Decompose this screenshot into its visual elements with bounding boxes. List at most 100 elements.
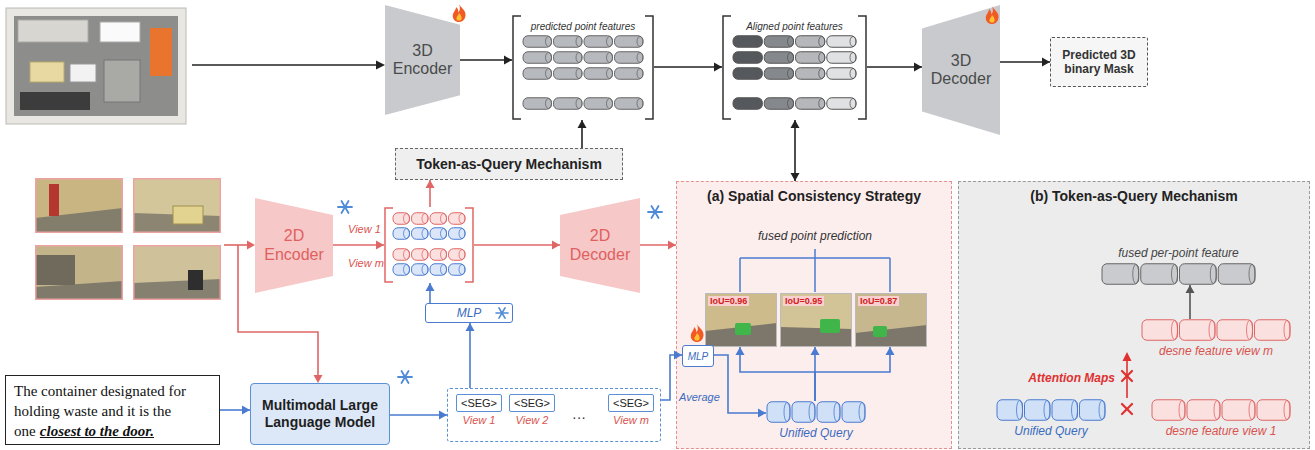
- cylinder-segment: [1052, 400, 1078, 421]
- connector-line: [640, 244, 676, 246]
- text-slot: Predicted 3D binary Mask: [1051, 38, 1147, 86]
- cylinder-face: [1072, 401, 1078, 420]
- connector: [578, 120, 587, 148]
- cylinder-segment: [412, 264, 429, 276]
- photo-wall: [780, 293, 852, 347]
- cylinder-face: [756, 37, 762, 47]
- cylinder-face: [1284, 401, 1290, 420]
- cylinder-face: [1210, 265, 1216, 284]
- cylinder-segment: [1257, 400, 1290, 421]
- label-text: (a) Spatial Consistency Strategy: [677, 188, 951, 204]
- cylinder-segment: [796, 52, 825, 64]
- cylinder-face: [404, 250, 410, 260]
- cylinder-segment: [1180, 320, 1216, 341]
- cylinder-face: [607, 37, 613, 47]
- cylinder-segment: [449, 264, 466, 276]
- cylinder-segment: [449, 213, 466, 225]
- cylinder-segment: [430, 249, 447, 261]
- label-text: Aligned point features: [722, 21, 867, 32]
- mask-highlight: [735, 323, 751, 335]
- connector-line: [390, 414, 447, 416]
- cylinder-segment: [1102, 264, 1139, 285]
- cylinder-face: [788, 99, 794, 109]
- cylinder-segment: [827, 52, 856, 64]
- cylinder-segment: [764, 68, 793, 80]
- arrow-head: [578, 120, 587, 128]
- room-door: [150, 28, 172, 76]
- text-slot: <SEG>: [510, 395, 554, 411]
- snowflake-arm: [342, 201, 349, 213]
- arrow-head: [791, 120, 800, 128]
- cylinder-face: [859, 403, 865, 422]
- encoder-3d: 3D Encoder: [385, 5, 460, 115]
- cylinder-segment: [615, 68, 644, 80]
- cylinder-face: [546, 53, 552, 63]
- room-table: [104, 60, 140, 102]
- photo: [133, 245, 221, 300]
- cylinder-face: [576, 53, 582, 63]
- cylinder-segment: [827, 36, 856, 48]
- cylinder-segment: [584, 52, 613, 64]
- connector: [390, 411, 447, 420]
- room-box: [70, 64, 96, 82]
- cylinder-segment: [767, 402, 790, 423]
- mechanism-panel: (b) Token-as-Query Mechanismfused per-po…: [958, 181, 1310, 449]
- encoder-2d: 2D Encoder: [255, 198, 333, 293]
- mask-highlight: [820, 319, 840, 333]
- cylinder-face: [809, 403, 815, 422]
- label-text: IoU=0.96: [708, 296, 749, 306]
- cylinder-face: [441, 265, 447, 275]
- cylinder-face: [788, 37, 794, 47]
- connector-line: [429, 283, 431, 303]
- arrow-head: [504, 56, 512, 65]
- cylinder-face: [607, 69, 613, 79]
- text-slot: IoU=0.95: [783, 296, 824, 306]
- label-text: Token-as-Query Mechanism: [416, 156, 602, 172]
- connector: [466, 323, 475, 388]
- feature-block: predicted point features: [512, 15, 654, 120]
- photo-frame: [134, 246, 221, 300]
- connector-line: [429, 180, 431, 207]
- cylinder-segment: [584, 36, 613, 48]
- connector: [460, 56, 512, 65]
- trapezoid-shape: [385, 5, 460, 115]
- cylinder-segment: [1255, 320, 1291, 341]
- cylinder-segment: [1222, 400, 1255, 421]
- connector: [333, 241, 384, 250]
- arrow-head: [426, 180, 435, 188]
- cylinder-face: [441, 250, 447, 260]
- cylinder-segment: [523, 68, 552, 80]
- arrow-head: [426, 283, 435, 291]
- trapezoid-shape: [560, 198, 640, 293]
- cylinder-face: [576, 69, 582, 79]
- connector-line: [333, 244, 384, 246]
- arrow-head: [1042, 58, 1050, 67]
- label-text: MLP: [688, 351, 709, 362]
- text-slot: 2D Encoder: [255, 198, 333, 293]
- connector: [474, 241, 560, 250]
- cylinder-face: [819, 99, 825, 109]
- mechanism-box: Token-as-Query Mechanism: [395, 148, 623, 180]
- text-slot: MLP: [683, 346, 713, 366]
- cylinder-face: [441, 214, 447, 224]
- room-desk: [100, 22, 140, 42]
- flow-line: [192, 64, 378, 66]
- photo-frame: [134, 179, 221, 233]
- cylinder-face: [459, 265, 465, 275]
- cylinder-face: [546, 99, 552, 109]
- annotation-label: fused point prediction: [730, 229, 900, 243]
- llm-box: Multimodal Large Language Model: [250, 383, 390, 445]
- cylinder-face: [546, 69, 552, 79]
- feature-cylinder: desne feature view m: [1141, 319, 1291, 341]
- cylinder-segment: [842, 402, 865, 423]
- cylinder-face: [422, 229, 428, 239]
- connector-line: [654, 66, 722, 68]
- cylinder-segment: [827, 98, 856, 110]
- text-slot: View 1: [348, 223, 381, 235]
- cylinder-face: [576, 37, 582, 47]
- cylinder-face: [1247, 321, 1253, 340]
- node-graphic: [1101, 263, 1256, 285]
- photo-cabinet: [35, 255, 75, 285]
- label-text: View m: [549, 414, 713, 426]
